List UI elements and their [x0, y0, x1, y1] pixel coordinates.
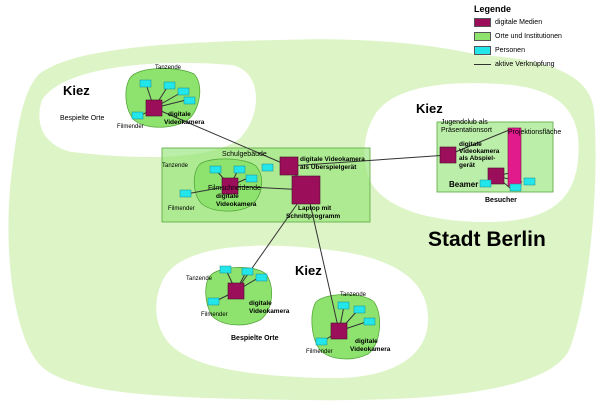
person-icon — [337, 301, 350, 310]
person-icon — [131, 111, 144, 120]
kiez-region-bottom — [156, 245, 429, 379]
videokamera-1-label: digitale — [168, 111, 191, 118]
ueberspielgeraet-label: als Überspielgerät — [300, 162, 357, 171]
laptop-label: Schnittprogramm — [286, 213, 340, 220]
person-icon — [177, 87, 190, 96]
legend-item-media: digitale Medien — [474, 16, 542, 28]
tanzende-label: Tanzende — [162, 163, 189, 169]
filmender-label: Filmender — [117, 124, 144, 130]
videokamera-1-label: Videokamera — [164, 119, 205, 126]
videokamera-ueberspielgeraet — [279, 156, 299, 176]
filmender-label: Filmender — [201, 312, 228, 318]
abspielgeraet-label: gerät — [459, 162, 476, 169]
videokamera-2-label: Videokamera — [216, 201, 257, 208]
videokamera-3 — [227, 282, 245, 300]
beamer — [439, 146, 457, 164]
person-icon — [183, 96, 196, 105]
legend-label-persons: Personen — [495, 46, 525, 54]
legend-label-places: Orte und Institutionen — [495, 32, 562, 40]
person-icon — [241, 267, 254, 276]
kiez-label-right: Kiez — [416, 101, 443, 116]
legend-swatch-link — [474, 63, 491, 65]
videokamera-3-label: digitale — [249, 300, 272, 307]
laptop-schnittprogramm — [291, 175, 321, 205]
person-icon — [315, 337, 328, 346]
person-icon — [363, 317, 376, 326]
projektionsflaeche-screen — [507, 127, 522, 187]
filmender-label: Filmender — [306, 349, 333, 355]
beamer-label: Beamer — [449, 180, 478, 189]
person-icon — [523, 177, 536, 186]
person-icon — [261, 163, 274, 172]
legend-label-link: aktive Verknüpfung — [495, 60, 555, 68]
tanzende-label: Tanzende — [340, 292, 367, 298]
legend-swatch-persons — [474, 45, 491, 55]
link-cam5-beamer — [288, 154, 449, 167]
videokamera-4-label: digitale — [355, 338, 378, 345]
filmschneidende-label: Filmschneidende — [208, 185, 261, 192]
person-icon — [139, 79, 152, 88]
legend-title: Legende — [474, 4, 512, 14]
person-icon — [233, 165, 246, 174]
videokamera-3-label: Videokamera — [249, 308, 290, 315]
link-beamer-projection — [447, 127, 515, 156]
jugendclub-label-2: Präsentationsort — [441, 127, 492, 134]
legend: Legende digitale Medien Orte und Institu… — [466, 2, 598, 74]
tanzende-label: Tanzende — [186, 276, 213, 282]
person-icon — [353, 305, 366, 314]
kiez-label-bottom: Kiez — [295, 263, 322, 278]
bespielte-orte-top-label: Bespielte Orte — [60, 115, 104, 122]
ueberspielgeraet-label: digitale Videokamera — [300, 156, 365, 163]
person-icon — [209, 165, 222, 174]
legend-item-places: Orte und Institutionen — [474, 30, 562, 42]
abspielgeraet-label: Videokamera — [459, 148, 500, 155]
abspielgeraet-label: digitale — [459, 141, 482, 148]
legend-label-media: digitale Medien — [495, 18, 543, 26]
videokamera-2-label: digitale — [216, 193, 239, 200]
videokamera-4 — [330, 322, 348, 340]
jugendclub-label-1: Jugendclub als — [441, 119, 488, 126]
link-laptop-cam4 — [306, 189, 340, 332]
legend-swatch-places — [474, 31, 491, 41]
besucher-label: Besucher — [485, 197, 517, 204]
person-icon — [163, 81, 176, 90]
link-cam1-cam5 — [153, 107, 290, 167]
stadt-berlin-label: Stadt Berlin — [428, 228, 546, 251]
person-icon — [509, 183, 522, 192]
person-icon — [219, 265, 232, 274]
laptop-label: Laptop mit — [298, 205, 332, 212]
filmender-label: Filmender — [168, 206, 195, 212]
videokamera-1 — [145, 99, 163, 117]
bespielte-orte-bottom-label: Bespielte Orte — [231, 335, 279, 342]
projektionsflaeche-label: Projektionsfläche — [508, 129, 561, 136]
kiez-label-top-left: Kiez — [63, 83, 90, 98]
person-icon — [179, 189, 192, 198]
person-icon — [255, 273, 268, 282]
person-icon — [245, 174, 258, 183]
person-icon — [479, 179, 492, 188]
person-icon — [207, 297, 220, 306]
tanzende-label: Tanzende — [155, 65, 182, 71]
videokamera-2 — [221, 177, 239, 195]
schulgebaeude-label: Schulgebäude — [222, 151, 267, 158]
legend-swatch-media — [474, 17, 491, 27]
abspielgeraet-label: als Abspiel- — [459, 155, 495, 162]
videokamera-4-label: Videokamera — [350, 346, 391, 353]
legend-item-persons: Personen — [474, 44, 525, 56]
legend-item-link: aktive Verknüpfung — [474, 58, 555, 70]
videokamera-abspielgeraet — [487, 167, 505, 185]
